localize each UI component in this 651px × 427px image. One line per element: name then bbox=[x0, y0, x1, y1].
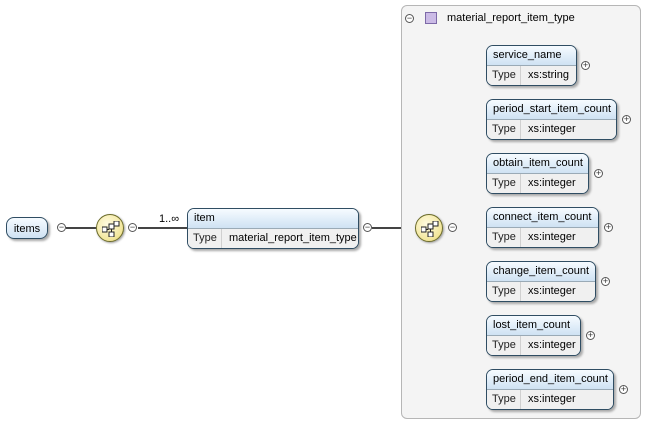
element-type-row: Type xs:integer bbox=[487, 389, 613, 409]
element-name: change_item_count bbox=[487, 262, 595, 281]
type-value: xs:integer bbox=[528, 393, 576, 405]
element-connect-item-count[interactable]: connect_item_count Type xs:integer bbox=[486, 207, 599, 248]
expand-glyph: + bbox=[623, 114, 630, 124]
element-name: service_name bbox=[487, 46, 576, 65]
collapse-glyph: − bbox=[364, 222, 371, 232]
type-value: xs:integer bbox=[528, 231, 576, 243]
expand-icon[interactable]: + bbox=[619, 385, 628, 394]
expand-glyph: + bbox=[620, 384, 627, 394]
element-name: lost_item_count bbox=[487, 316, 580, 335]
expand-icon[interactable]: + bbox=[594, 169, 603, 178]
type-key: Type bbox=[487, 282, 521, 301]
sequence-collapse-icon[interactable]: − bbox=[128, 223, 137, 232]
sequence-glyph bbox=[102, 221, 120, 237]
element-period-start-item-count[interactable]: period_start_item_count Type xs:integer bbox=[486, 99, 617, 140]
type-key: Type bbox=[487, 66, 521, 85]
sequence-compositor-icon[interactable] bbox=[415, 214, 443, 242]
collapse-glyph: − bbox=[406, 13, 413, 23]
element-type-row: Type xs:string bbox=[487, 65, 576, 85]
element-obtain-item-count[interactable]: obtain_item_count Type xs:integer bbox=[486, 153, 589, 194]
element-name: period_start_item_count bbox=[487, 100, 616, 119]
type-key: Type bbox=[487, 336, 521, 355]
element-type-row: Type xs:integer bbox=[487, 227, 598, 247]
expand-icon[interactable]: + bbox=[604, 223, 613, 232]
cardinality-label: 1..∞ bbox=[159, 213, 180, 225]
element-type-row: Type xs:integer bbox=[487, 119, 616, 139]
element-period-end-item-count[interactable]: period_end_item_count Type xs:integer bbox=[486, 369, 614, 410]
group-collapse-icon[interactable]: − bbox=[405, 14, 414, 23]
root-element-items[interactable]: items bbox=[6, 217, 48, 239]
element-name: item bbox=[188, 209, 358, 228]
sequence-glyph bbox=[421, 221, 439, 237]
expand-glyph: + bbox=[602, 276, 609, 286]
element-lost-item-count[interactable]: lost_item_count Type xs:integer bbox=[486, 315, 581, 356]
type-value: xs:integer bbox=[528, 123, 576, 135]
type-value: xs:integer bbox=[528, 177, 576, 189]
collapse-glyph: − bbox=[58, 222, 65, 232]
sequence-collapse-icon[interactable]: − bbox=[448, 223, 457, 232]
element-type-row: Type material_report_item_type bbox=[188, 228, 358, 248]
collapse-glyph: − bbox=[129, 222, 136, 232]
expand-glyph: + bbox=[595, 168, 602, 178]
type-value: xs:integer bbox=[528, 285, 576, 297]
type-key: Type bbox=[487, 120, 521, 139]
expand-glyph: + bbox=[605, 222, 612, 232]
type-key: Type bbox=[487, 228, 521, 247]
expand-icon[interactable]: + bbox=[622, 115, 631, 124]
element-change-item-count[interactable]: change_item_count Type xs:integer bbox=[486, 261, 596, 302]
sequence-compositor-icon[interactable] bbox=[96, 214, 124, 242]
expand-icon[interactable]: + bbox=[581, 61, 590, 70]
item-collapse-icon[interactable]: − bbox=[363, 223, 372, 232]
type-value: material_report_item_type bbox=[229, 232, 357, 244]
type-value: xs:integer bbox=[528, 339, 576, 351]
type-key: Type bbox=[188, 229, 222, 248]
element-name: period_end_item_count bbox=[487, 370, 613, 389]
element-type-row: Type xs:integer bbox=[487, 173, 588, 193]
element-service-name[interactable]: service_name Type xs:string bbox=[486, 45, 577, 86]
expand-glyph: + bbox=[582, 60, 589, 70]
expand-icon[interactable]: + bbox=[586, 331, 595, 340]
root-collapse-icon[interactable]: − bbox=[57, 223, 66, 232]
element-type-row: Type xs:integer bbox=[487, 335, 580, 355]
type-key: Type bbox=[487, 174, 521, 193]
element-name: connect_item_count bbox=[487, 208, 598, 227]
type-key: Type bbox=[487, 390, 521, 409]
expand-glyph: + bbox=[587, 330, 594, 340]
element-type-row: Type xs:integer bbox=[487, 281, 595, 301]
collapse-glyph: − bbox=[449, 222, 456, 232]
complex-type-title: material_report_item_type bbox=[447, 12, 575, 24]
type-value: xs:string bbox=[528, 69, 569, 81]
expand-icon[interactable]: + bbox=[601, 277, 610, 286]
element-item[interactable]: item Type material_report_item_type bbox=[187, 208, 359, 249]
complex-type-icon bbox=[425, 12, 437, 24]
element-name: obtain_item_count bbox=[487, 154, 588, 173]
